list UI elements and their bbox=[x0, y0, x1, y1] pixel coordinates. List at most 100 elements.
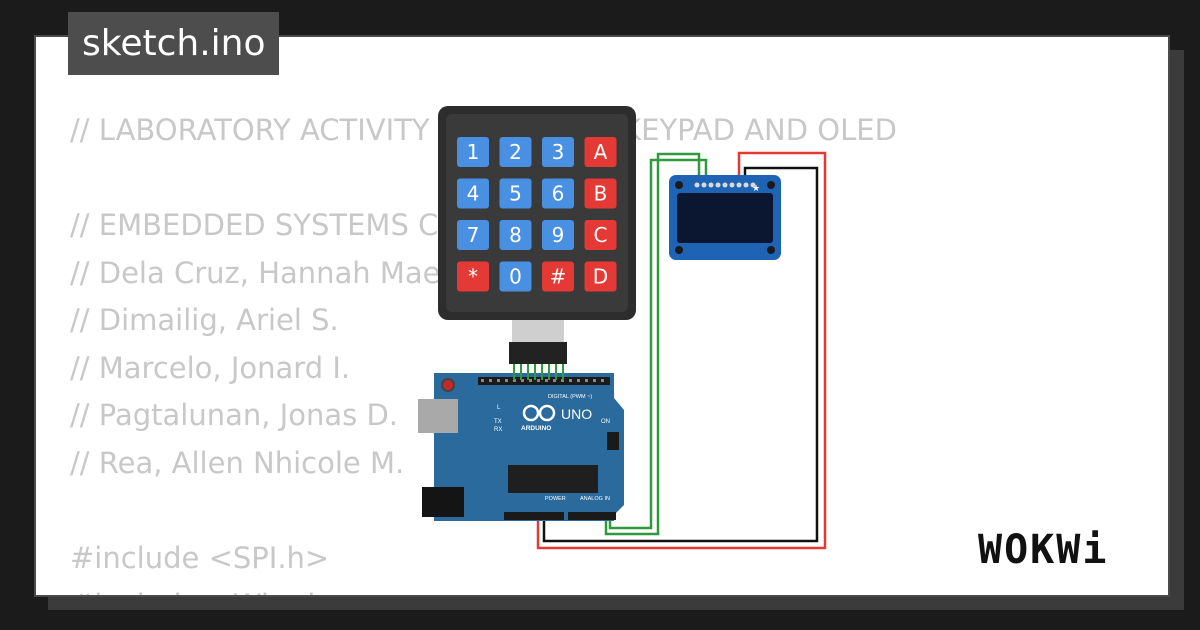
arduino-logo-icon bbox=[522, 404, 556, 422]
keypad-key-label: 1 bbox=[467, 140, 480, 164]
keypad-key-A[interactable]: A bbox=[584, 137, 617, 167]
oled-pin bbox=[743, 182, 749, 188]
keypad-key-D[interactable]: D bbox=[584, 261, 617, 292]
wokwi-logo: WOKWi bbox=[978, 527, 1109, 573]
power-jack-icon bbox=[422, 487, 464, 517]
keypad-key-3[interactable]: 3 bbox=[542, 137, 574, 167]
keypad-key-label: 6 bbox=[552, 182, 565, 206]
header-pin bbox=[569, 379, 572, 382]
keypad-key-5[interactable]: 5 bbox=[499, 178, 532, 209]
led-tx-label: TX bbox=[494, 419, 502, 425]
icsp-header bbox=[607, 432, 619, 450]
keypad-key-label: 5 bbox=[509, 182, 522, 206]
keypad-key-label: 7 bbox=[467, 223, 480, 247]
code-line: #include <SPI.h> bbox=[70, 540, 330, 575]
keypad-key-2[interactable]: 2 bbox=[499, 137, 532, 167]
header-pin bbox=[585, 379, 588, 382]
header-pin bbox=[601, 379, 604, 382]
keypad-face bbox=[446, 114, 628, 312]
digital-label: DIGITAL (PWM ~) bbox=[548, 394, 592, 400]
oled-screen bbox=[677, 193, 773, 243]
header-pin bbox=[505, 379, 508, 382]
code-line: // Dela Cruz, Hannah Mae bbox=[70, 255, 441, 290]
code-line: // Rea, Allen Nhicole M. bbox=[70, 445, 405, 480]
keypad-key-label: A bbox=[594, 140, 608, 164]
wires bbox=[536, 151, 827, 550]
keypad-key-label: * bbox=[468, 265, 478, 289]
keypad-key-label: B bbox=[594, 182, 608, 206]
code-line: // Dimailig, Ariel S. bbox=[70, 303, 339, 337]
keypad-key-label: 3 bbox=[552, 140, 565, 164]
oled-pin bbox=[722, 182, 728, 188]
mount-hole bbox=[675, 246, 683, 254]
header-pin bbox=[529, 379, 532, 382]
digital-header bbox=[478, 377, 610, 385]
keypad-key-1[interactable]: 1 bbox=[457, 137, 489, 167]
keypad-ribbon bbox=[509, 320, 567, 364]
code-line: #include <Wire.h> bbox=[70, 582, 897, 595]
oled-pin bbox=[694, 182, 700, 188]
keypad-key-*[interactable]: * bbox=[457, 261, 489, 292]
analog-header bbox=[568, 512, 616, 520]
oled-pin bbox=[729, 182, 735, 188]
analog-label: ANALOG IN bbox=[580, 496, 610, 502]
oled-display[interactable]: ★ bbox=[669, 175, 781, 260]
wire-green bbox=[608, 158, 708, 530]
keypad-key-7[interactable]: 7 bbox=[457, 220, 489, 250]
mount-hole bbox=[675, 181, 683, 189]
oled-pin bbox=[736, 182, 742, 188]
keypad-key-label: C bbox=[594, 223, 608, 247]
keypad-key-label: 8 bbox=[509, 223, 522, 247]
keypad-key-B[interactable]: B bbox=[584, 178, 617, 209]
header-pin bbox=[497, 379, 500, 382]
keypad-key-label: 4 bbox=[467, 182, 480, 206]
header-pin bbox=[481, 379, 484, 382]
usb-port-icon bbox=[418, 399, 458, 433]
arduino-uno[interactable]: UNO ARDUINO DIGITAL (PWM ~) L TX RX ON P… bbox=[418, 364, 624, 521]
header-pin bbox=[593, 379, 596, 382]
microcontroller-chip bbox=[508, 465, 598, 493]
code-line: // Marcelo, Jonard I. bbox=[70, 350, 351, 385]
header-pin bbox=[521, 379, 524, 382]
keypad-key-8[interactable]: 8 bbox=[499, 220, 532, 250]
file-tab[interactable]: sketch.ino bbox=[68, 12, 280, 75]
star-icon: ★ bbox=[752, 184, 760, 194]
mount-hole bbox=[767, 246, 775, 254]
led-l-label: L bbox=[497, 405, 501, 411]
keypad-key-label: 9 bbox=[552, 223, 565, 247]
oled-pin bbox=[708, 182, 714, 188]
keypad-key-0[interactable]: 0 bbox=[499, 261, 532, 292]
header-pin bbox=[489, 379, 492, 382]
keypad-key-label: 2 bbox=[509, 140, 522, 164]
keypad-key-label: D bbox=[593, 265, 608, 289]
arduino-model: UNO bbox=[561, 406, 592, 422]
keypad-key-label: 0 bbox=[509, 265, 522, 289]
header-pin bbox=[561, 379, 564, 382]
wire-red bbox=[536, 151, 827, 550]
oled-pin bbox=[701, 182, 707, 188]
keypad-key-#[interactable]: # bbox=[542, 261, 574, 292]
keypad[interactable]: 1 2 3 A 4 5 6 B 7 8 9 C * 0 # D bbox=[438, 106, 636, 364]
oled-pin bbox=[750, 182, 756, 188]
keypad-key-6[interactable]: 6 bbox=[542, 178, 574, 209]
led-rx-label: RX bbox=[494, 427, 502, 433]
keypad-key-9[interactable]: 9 bbox=[542, 220, 574, 250]
led-on-label: ON bbox=[601, 419, 610, 425]
power-header bbox=[504, 512, 564, 520]
wire-black bbox=[542, 166, 819, 543]
power-label: POWER bbox=[545, 496, 566, 502]
arduino-brand: ARDUINO bbox=[521, 425, 551, 432]
mount-hole bbox=[767, 181, 775, 189]
oled-pin bbox=[715, 182, 721, 188]
header-pin bbox=[577, 379, 580, 382]
keypad-key-4[interactable]: 4 bbox=[457, 178, 489, 209]
keypad-key-C[interactable]: C bbox=[584, 220, 617, 250]
header-pin bbox=[553, 379, 556, 382]
header-pin bbox=[513, 379, 516, 382]
code-line: // LABORATORY ACTIVITY 3: ARDUINO KEYPAD… bbox=[70, 113, 897, 147]
header-pin bbox=[537, 379, 540, 382]
keypad-key-label: # bbox=[550, 265, 567, 289]
header-pin bbox=[545, 379, 548, 382]
reset-button[interactable] bbox=[441, 378, 455, 392]
